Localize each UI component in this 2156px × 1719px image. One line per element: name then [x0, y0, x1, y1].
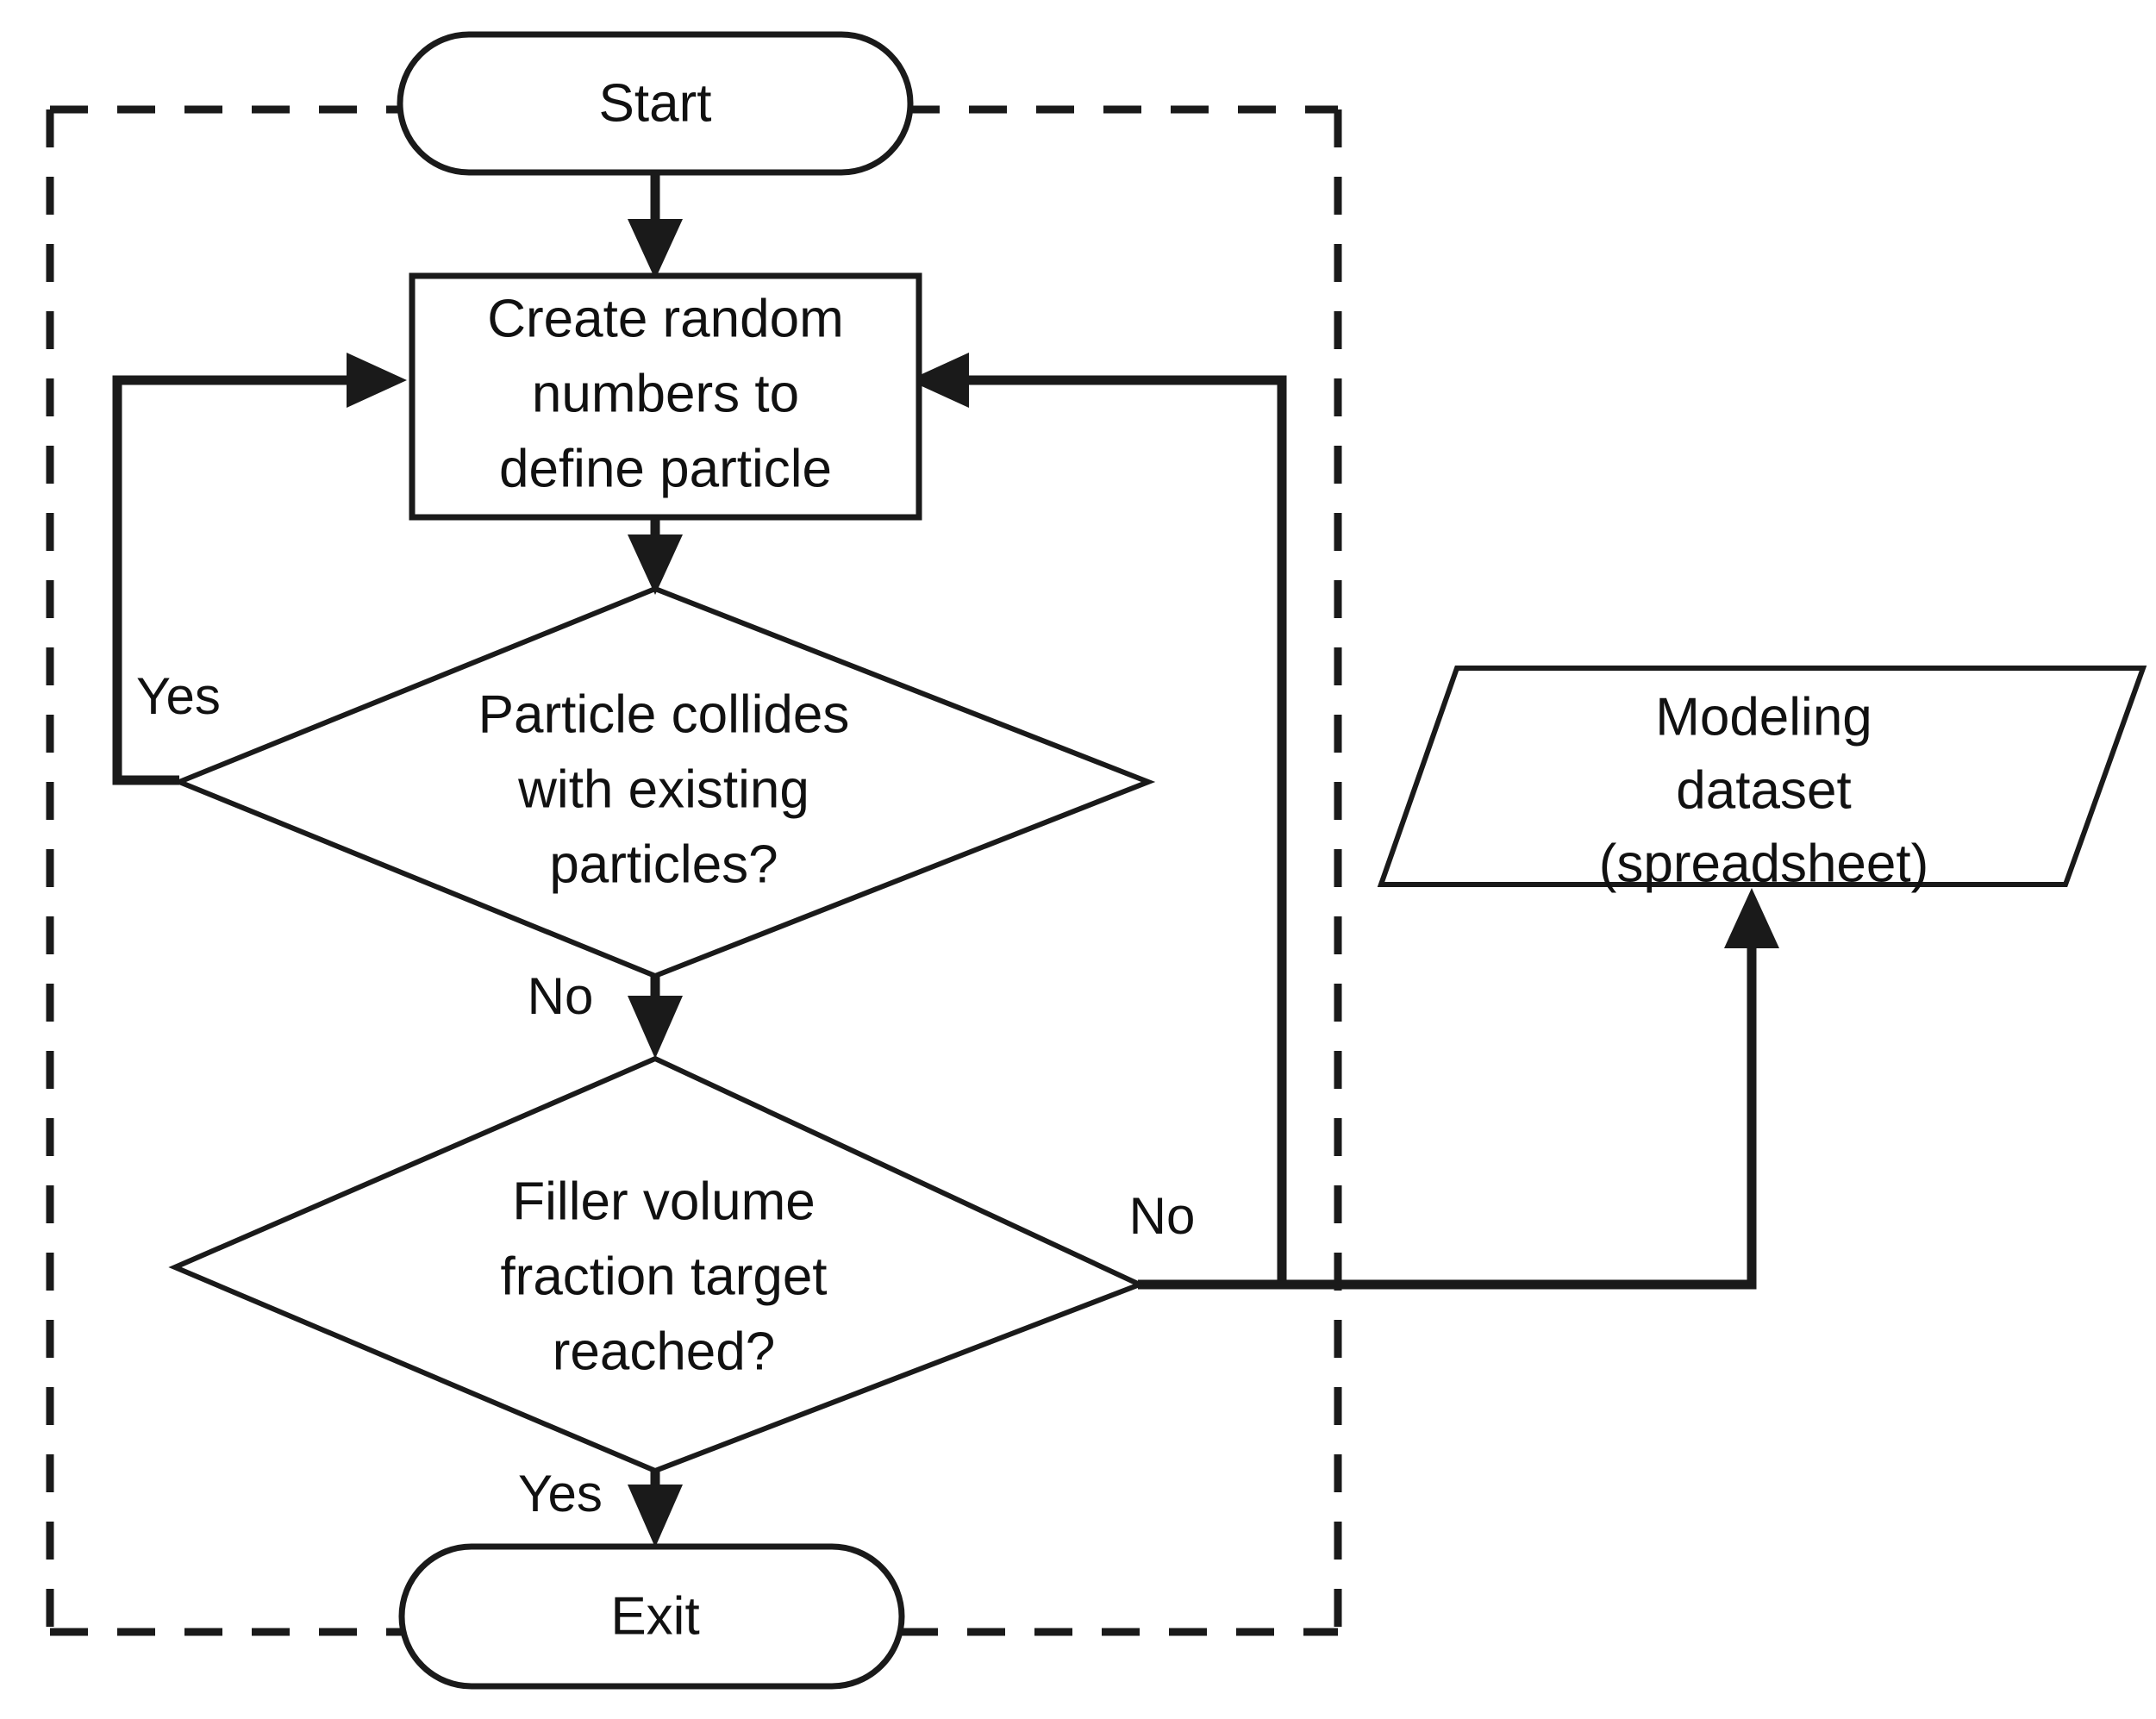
node-modeling-dataset-line-1: Modeling	[1655, 687, 1872, 747]
edge-label-collision-yes: Yes	[136, 667, 221, 725]
node-modeling-dataset[interactable]: Modeling dataset (spreadsheet)	[1377, 666, 2147, 893]
node-create-particle-line-3: define particle	[499, 439, 832, 498]
connector-volume-no-to-dataset	[1138, 888, 1779, 1290]
edge-label-volume-yes: Yes	[518, 1465, 603, 1522]
node-create-particle-line-2: numbers to	[532, 364, 799, 423]
edge-label-collision-no: No	[528, 967, 594, 1025]
node-volume-check-line-3: reached?	[553, 1322, 776, 1381]
node-modeling-dataset-line-2: dataset	[1676, 760, 1851, 820]
node-volume-check[interactable]: Filler volume fraction target reached?	[168, 1055, 1147, 1474]
dashed-subprocess-boundary	[46, 105, 1342, 1636]
connector-collision-yes-loop	[112, 353, 407, 785]
node-collision-check-line-2: with existing	[517, 759, 809, 819]
connector-create-to-collision	[628, 517, 683, 595]
node-collision-check-line-1: Particle collides	[478, 684, 850, 744]
node-exit-label: Exit	[610, 1586, 699, 1646]
node-exit[interactable]: Exit	[398, 1543, 905, 1690]
node-create-particle-line-1: Create random	[487, 289, 844, 348]
node-collision-check[interactable]: Particle collides with existing particle…	[172, 585, 1156, 979]
node-volume-check-line-1: Filler volume	[512, 1172, 815, 1231]
connector-volume-no-loop	[909, 353, 1287, 1290]
connector-collision-no-to-volume	[628, 976, 683, 1059]
node-modeling-dataset-line-3: (spreadsheet)	[1599, 834, 1929, 893]
node-start-label: Start	[599, 73, 712, 133]
connector-start-to-create	[628, 172, 683, 279]
node-collision-check-line-3: particles?	[549, 834, 778, 894]
connector-volume-yes-to-exit	[628, 1471, 683, 1547]
node-create-particle[interactable]: Create random numbers to define particle	[409, 272, 922, 521]
node-volume-check-line-2: fraction target	[500, 1247, 827, 1306]
edge-label-volume-no: No	[1129, 1187, 1196, 1245]
node-start[interactable]: Start	[397, 31, 914, 176]
